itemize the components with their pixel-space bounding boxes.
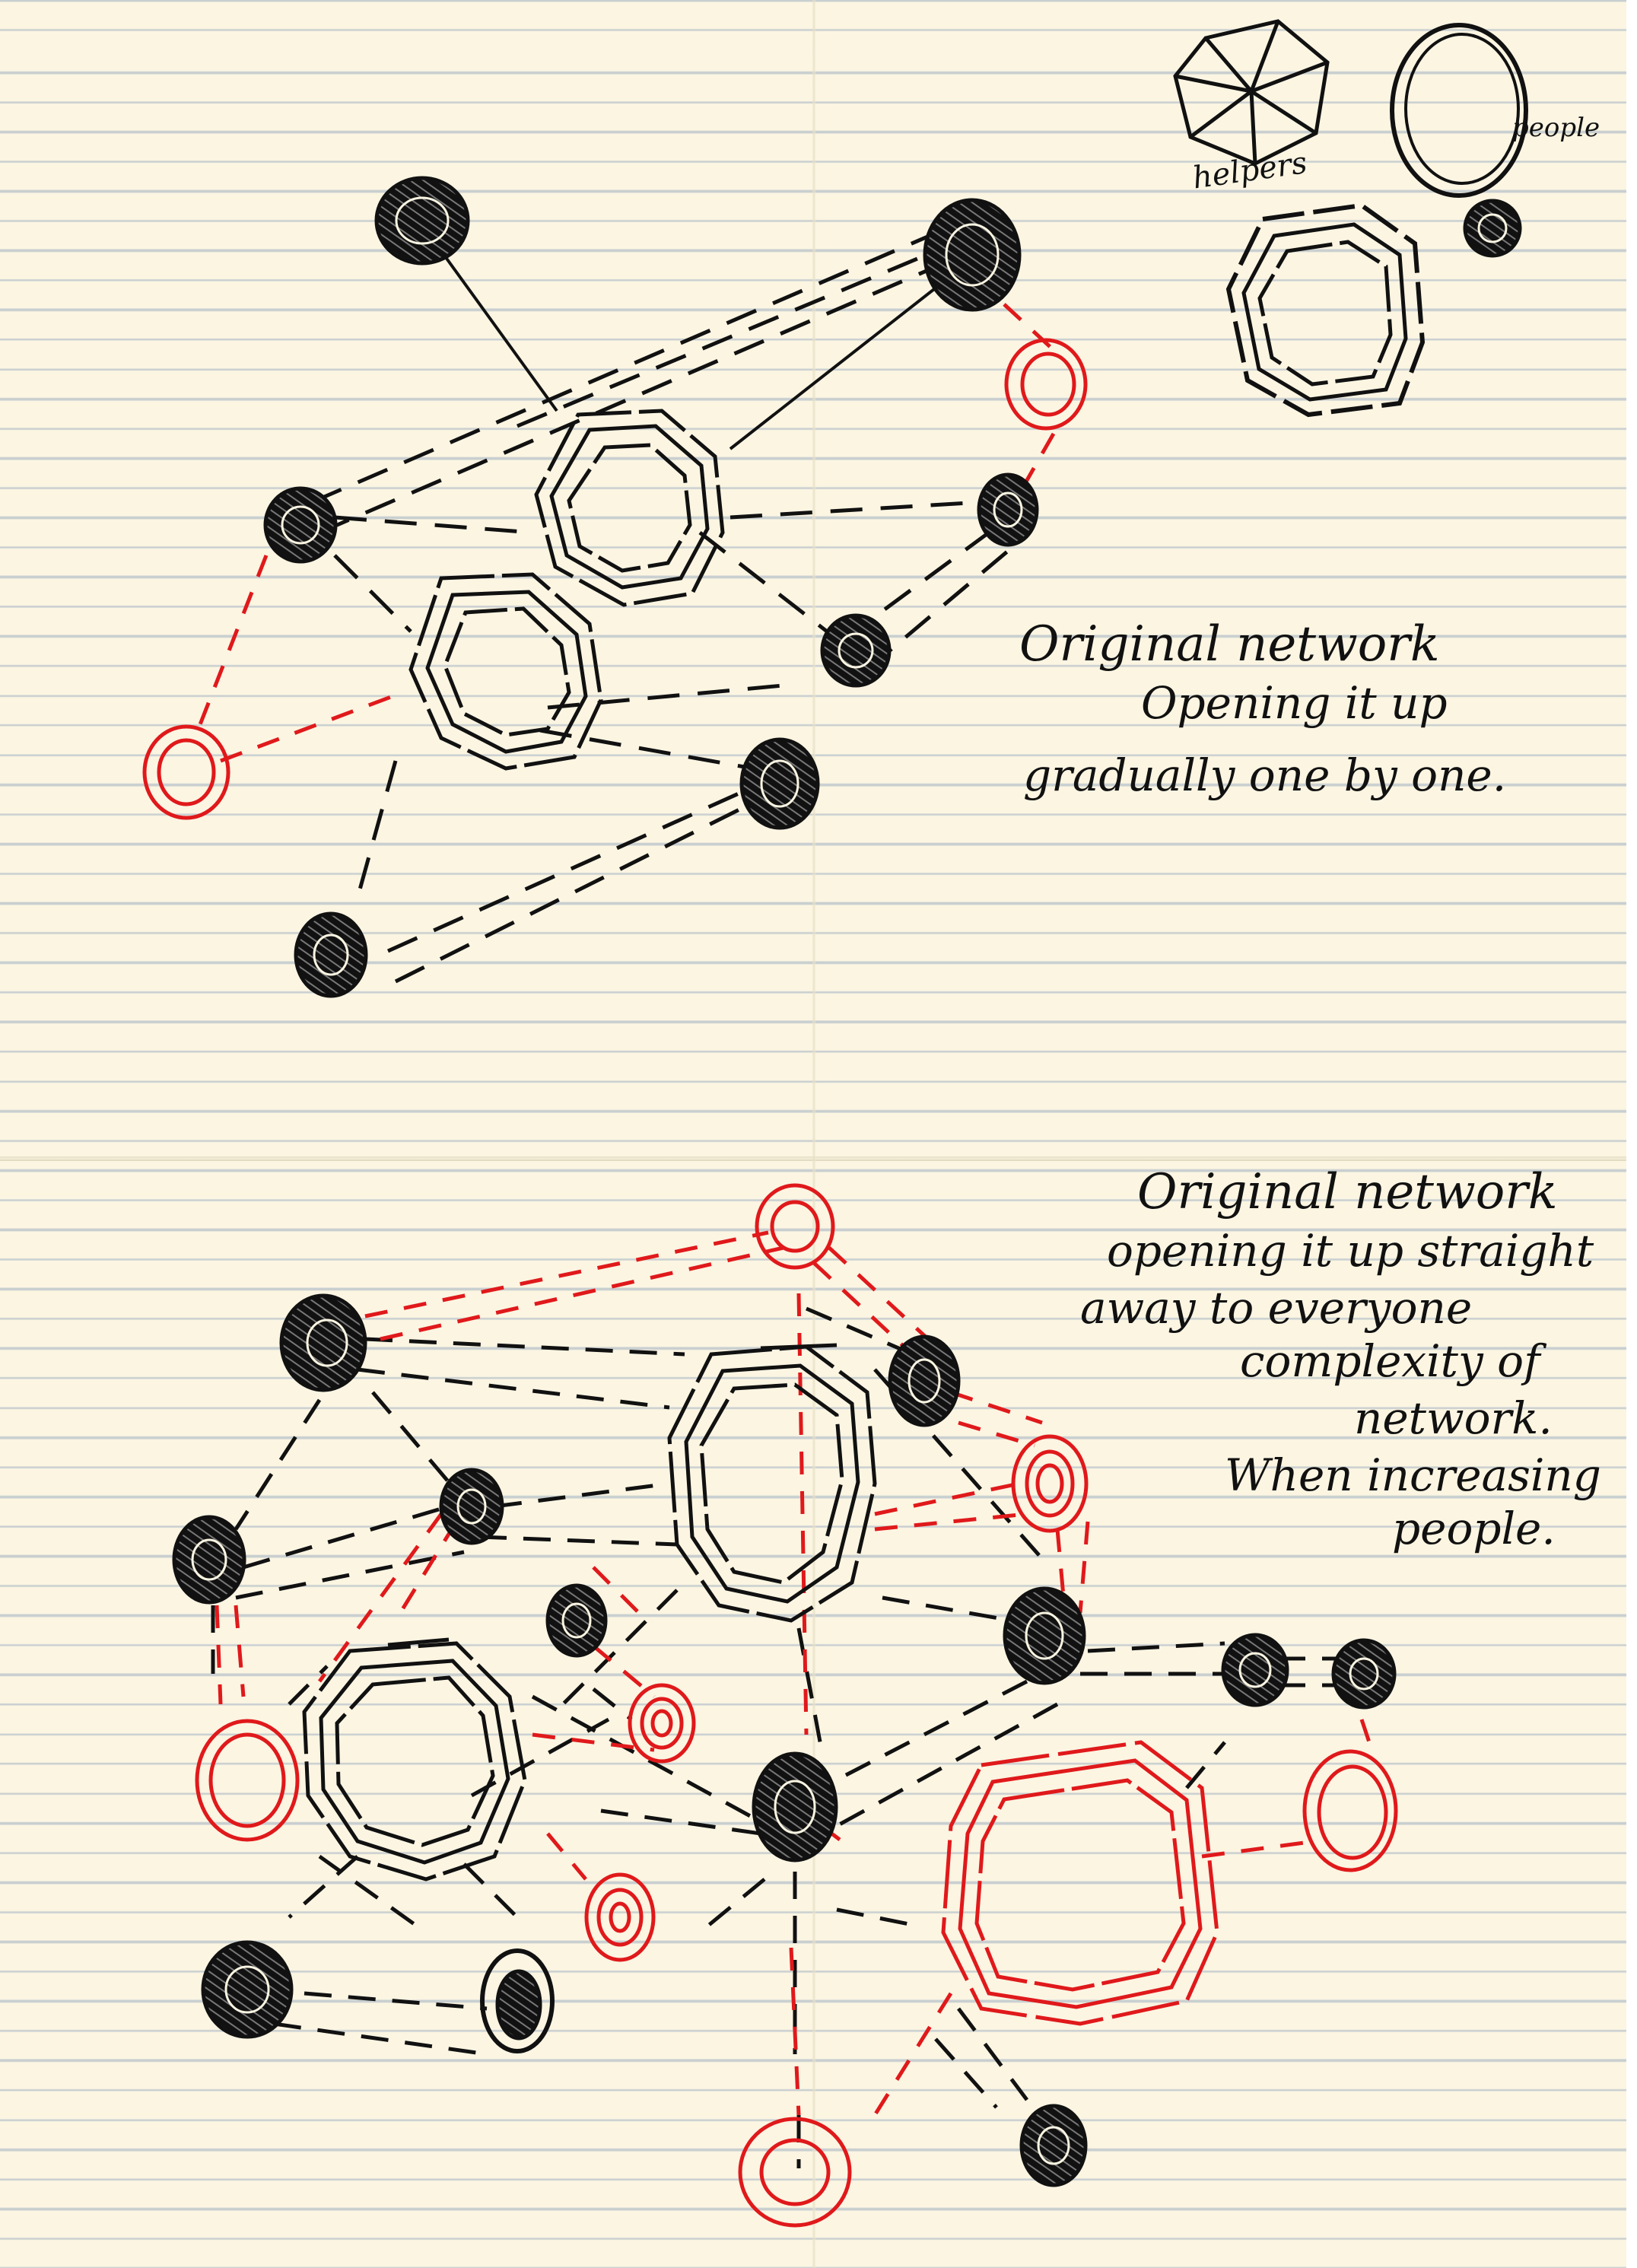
top-note-title: Original network: [1019, 616, 1440, 673]
top-note-line-2: Opening it up: [1141, 677, 1448, 729]
top-new-person-1: [142, 724, 230, 820]
top-helper-2: [408, 572, 603, 771]
bottom-people: [172, 1293, 1397, 2187]
bottom-helper-2: [302, 1637, 527, 1882]
bottom-note-line-5: network.: [1354, 1392, 1553, 1444]
bottom-person-12: [1019, 2104, 1088, 2187]
person-node-icon: [1463, 199, 1522, 258]
top-person-3: [263, 486, 338, 564]
bottom-new-person-3: [195, 1719, 300, 1842]
paper-edge: [1626, 0, 1637, 2268]
top-dashed-edges: [311, 226, 1013, 984]
bottom-new-person-4: [628, 1683, 696, 1764]
bottom-network: [172, 1183, 1398, 2228]
bottom-new-people: [195, 1183, 1398, 2228]
legend: [1173, 19, 1528, 418]
bottom-helper-1: [667, 1343, 877, 1623]
bottom-new-person-1: [755, 1183, 835, 1270]
top-person-2: [923, 198, 1022, 312]
paper-fold-vertical: [812, 0, 815, 2268]
top-note-line-3: gradually one by one.: [1023, 749, 1507, 801]
top-red-edges: [195, 303, 1056, 763]
bottom-person-2: [888, 1334, 961, 1427]
bottom-new-person-5: [584, 1872, 656, 1962]
top-person-1: [374, 176, 470, 266]
bottom-person-7: [1221, 1633, 1289, 1707]
bottom-person-6: [1003, 1586, 1086, 1685]
bottom-person-1: [279, 1293, 367, 1392]
top-network: [142, 176, 1088, 998]
top-helper-1: [534, 409, 725, 607]
bottom-new-person-2: [1011, 1434, 1089, 1533]
bottom-note-line-7: people.: [1392, 1503, 1556, 1554]
top-new-people: [142, 338, 1088, 820]
bottom-note-title: Original network: [1137, 1164, 1558, 1220]
top-person-6: [739, 737, 820, 830]
bottom-new-helper: [941, 1740, 1219, 2026]
bottom-dashed-edges: [211, 1306, 1339, 2168]
bottom-new-person-6: [1302, 1749, 1398, 1872]
bottom-note-line-3: away to everyone: [1080, 1282, 1473, 1334]
top-person-4: [977, 472, 1039, 547]
bottom-note-line-6: When increasing: [1225, 1449, 1601, 1501]
helper-legend-icon: [1173, 19, 1330, 166]
bottom-new-person-7: [738, 2117, 852, 2228]
top-person-5: [820, 613, 892, 688]
paper-fold-horizontal: [0, 1156, 1637, 1161]
bottom-person-3: [439, 1468, 504, 1545]
helper-node-icon: [1225, 202, 1426, 418]
bottom-person-8: [1331, 1638, 1397, 1710]
bottom-note-line-2: opening it up straight: [1107, 1225, 1594, 1277]
bottom-note-line-4: complexity of: [1240, 1335, 1540, 1387]
top-person-7: [294, 911, 368, 998]
people-legend-label: people: [1512, 113, 1600, 143]
bottom-person-5: [545, 1583, 608, 1658]
bottom-person-9: [752, 1751, 838, 1862]
top-people: [263, 176, 1039, 998]
bottom-person-4: [172, 1515, 246, 1605]
people-legend-icon: [1390, 23, 1528, 198]
bottom-person-11: [480, 1948, 555, 2053]
top-new-person-2: [1004, 338, 1088, 431]
bottom-person-10: [201, 1940, 294, 2039]
